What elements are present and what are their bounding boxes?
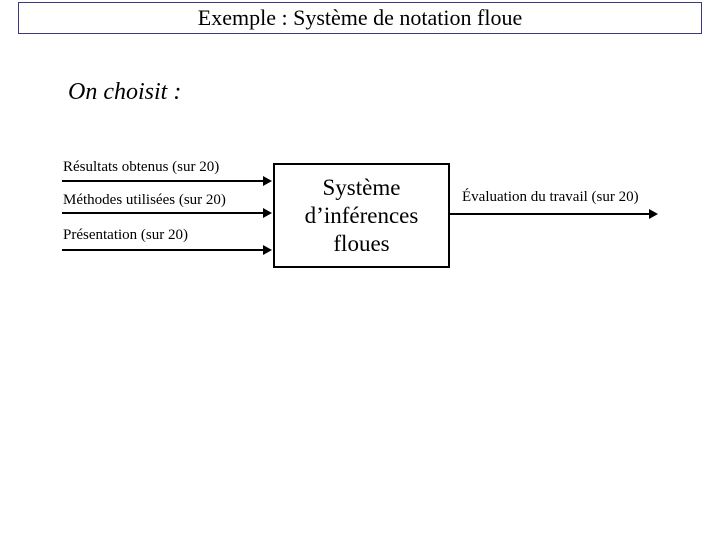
output-arrow-line bbox=[450, 213, 649, 215]
input-label-presentation: Présentation (sur 20) bbox=[63, 227, 188, 243]
input-label-resultats: Résultats obtenus (sur 20) bbox=[63, 159, 220, 175]
right-arrowhead-icon bbox=[263, 245, 272, 255]
intro-text: On choisit : bbox=[68, 79, 182, 105]
input-label-methodes: Méthodes utilisées (sur 20) bbox=[63, 192, 226, 208]
slide-title: Exemple : Système de notation floue bbox=[197, 5, 523, 30]
output-label-evaluation: Évaluation du travail (sur 20) bbox=[462, 189, 639, 205]
input-arrow-line-3 bbox=[62, 249, 263, 251]
process-box: Système d’inférences floues bbox=[273, 163, 450, 268]
process-box-line: d’inférences bbox=[304, 202, 419, 228]
input-arrow-line-1 bbox=[62, 180, 263, 182]
right-arrowhead-icon bbox=[263, 176, 272, 186]
input-arrow-line-2 bbox=[62, 212, 263, 214]
right-arrowhead-icon bbox=[263, 208, 272, 218]
title-box: Exemple : Système de notation floue bbox=[18, 2, 702, 34]
right-arrowhead-icon bbox=[649, 209, 658, 219]
process-box-line: Système bbox=[322, 174, 401, 200]
process-box-line: floues bbox=[333, 230, 390, 256]
